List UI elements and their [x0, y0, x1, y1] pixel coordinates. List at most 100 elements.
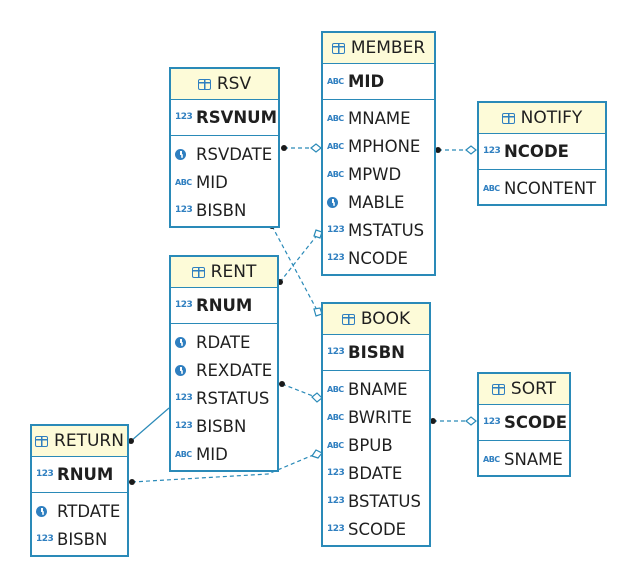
column-name: RSVNUM	[196, 107, 277, 127]
date-type-icon	[327, 196, 345, 208]
primary-key-column[interactable]: ABC MID	[323, 67, 434, 95]
number-type-icon: 123	[327, 496, 345, 506]
table-icon	[331, 42, 345, 54]
table-icon	[35, 435, 49, 447]
number-type-icon: 123	[175, 300, 193, 310]
column-name: MNAME	[348, 108, 411, 128]
table-icon	[341, 313, 355, 325]
relationship-return-rent[interactable]	[128, 407, 170, 444]
entity-header[interactable]: SORT	[479, 374, 569, 405]
number-type-icon: 123	[36, 534, 54, 544]
entity-header[interactable]: RENT	[171, 257, 277, 288]
column-name: NCODE	[504, 141, 569, 161]
text-type-icon: ABC	[327, 141, 344, 151]
relationship-book-sort[interactable]	[430, 416, 477, 426]
column-name: BSTATUS	[348, 491, 421, 511]
column-name: RSTATUS	[196, 388, 270, 408]
column-name: MID	[348, 71, 385, 91]
text-type-icon: ABC	[327, 76, 344, 86]
column-name: MID	[196, 444, 228, 464]
column-name: SCODE	[504, 412, 567, 432]
column-name: SCODE	[348, 519, 407, 539]
column-name: REXDATE	[196, 360, 273, 380]
relationship-rsv-member[interactable]	[281, 143, 322, 153]
column-name: NCONTENT	[504, 178, 597, 198]
column-name: BWRITE	[348, 407, 412, 427]
column-row[interactable]: REXDATE	[171, 356, 277, 384]
number-type-icon: 123	[327, 347, 345, 357]
column-name: RTDATE	[57, 501, 121, 521]
column-row[interactable]: ABC MPWD	[323, 160, 434, 188]
entity-header[interactable]: RSV	[171, 69, 278, 100]
column-row[interactable]: ABC NCONTENT	[479, 174, 605, 202]
primary-key-section: ABC MID	[323, 64, 434, 100]
number-type-icon: 123	[327, 225, 345, 235]
column-name: BISBN	[57, 529, 108, 549]
entity-header[interactable]: RETURN	[32, 426, 127, 457]
table-icon	[197, 78, 211, 90]
column-name: MABLE	[348, 192, 405, 212]
column-name: MPWD	[348, 164, 402, 184]
entity-header[interactable]: BOOK	[323, 304, 429, 335]
column-row[interactable]: MABLE	[323, 188, 434, 216]
column-row[interactable]: ABC BWRITE	[323, 403, 429, 431]
relationship-rent-book[interactable]	[279, 381, 323, 403]
entity-header[interactable]: MEMBER	[323, 33, 434, 64]
number-type-icon: 123	[483, 146, 501, 156]
text-type-icon: ABC	[483, 183, 500, 193]
relationship-member-notify[interactable]	[435, 145, 477, 155]
column-name: MID	[196, 172, 228, 192]
entity-title: MEMBER	[350, 38, 426, 58]
column-row[interactable]: ABC MPHONE	[323, 132, 434, 160]
column-row[interactable]: RDATE	[171, 328, 277, 356]
column-row[interactable]: RTDATE	[32, 497, 127, 525]
number-type-icon: 123	[327, 468, 345, 478]
entity-header[interactable]: NOTIFY	[479, 103, 605, 134]
attribute-section: ABC NCONTENT	[479, 170, 605, 204]
column-name: BISBN	[196, 200, 247, 220]
column-name: BPUB	[348, 435, 393, 455]
table-icon	[491, 383, 505, 395]
column-name: MPHONE	[348, 136, 421, 156]
text-type-icon: ABC	[327, 412, 344, 422]
text-type-icon: ABC	[327, 169, 344, 179]
entity-title: RENT	[210, 262, 257, 282]
entity-title: RSV	[216, 74, 252, 94]
column-name: RNUM	[196, 295, 253, 315]
table-icon	[191, 266, 205, 278]
number-type-icon: 123	[327, 524, 345, 534]
column-row[interactable]: RSVDATE	[171, 140, 278, 168]
